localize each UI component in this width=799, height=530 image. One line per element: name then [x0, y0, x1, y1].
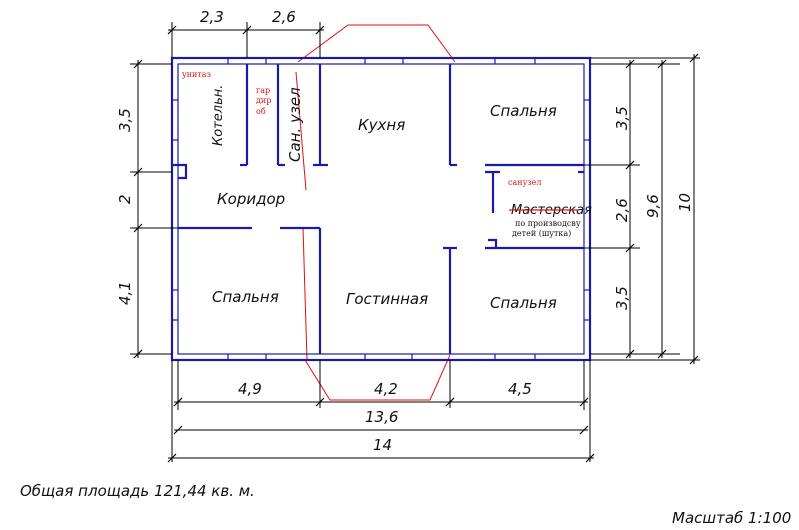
dim-bot-2: 4,2 — [374, 380, 398, 398]
dim-right-mid: 9,6 — [644, 194, 662, 218]
dim-right-2: 2,6 — [613, 198, 631, 222]
room-koridor: Коридор — [217, 190, 285, 208]
note-dir: дир — [256, 96, 271, 105]
note-ob: об — [256, 107, 266, 116]
dim-right-1: 3,5 — [613, 106, 631, 130]
dim-right-3: 3,5 — [613, 286, 631, 310]
note-joke-line2: детей (шутка) — [512, 229, 571, 238]
dim-left-2: 2 — [116, 194, 134, 204]
total-area: Общая площадь 121,44 кв. м. — [20, 482, 255, 500]
dimension-lines — [130, 22, 700, 463]
room-sanuzel-top: Сан. узел — [286, 87, 304, 162]
walls — [170, 56, 592, 362]
dim-left-1: 3,5 — [116, 108, 134, 132]
notes: унитаз гар дир об санузел по производсву… — [182, 70, 581, 238]
room-spalnya-bottom-right: Спальня — [490, 294, 557, 312]
note-sanuzel: санузел — [508, 178, 541, 187]
dim-bot-1: 4,9 — [238, 380, 262, 398]
dim-bot-mid: 13,6 — [365, 408, 398, 426]
dimension-labels: 2,3 2,6 3,5 2 4,1 3,5 2,6 3,5 9,6 10 4,9… — [116, 8, 694, 454]
red-overlay — [295, 24, 456, 401]
room-spalnya-top-right: Спальня — [490, 102, 557, 120]
room-gostinnaya: Гостинная — [346, 290, 428, 308]
dim-right-total: 10 — [676, 193, 694, 212]
room-kuhnya: Кухня — [358, 116, 405, 134]
note-joke-line1: по производсву — [515, 219, 581, 228]
note-unitaz: унитаз — [182, 70, 211, 79]
note-gar: гар — [256, 86, 270, 95]
scale-label: Масштаб 1:100 — [672, 509, 791, 527]
room-kotelnaya: Котельн. — [211, 85, 226, 146]
room-labels: Котельн. Сан. узел Кухня Спальня Коридор… — [211, 85, 592, 312]
room-spalnya-bottom-left: Спальня — [212, 288, 279, 306]
dim-left-3: 4,1 — [116, 281, 134, 305]
dim-bot-3: 4,5 — [508, 380, 532, 398]
dim-top-2: 2,6 — [272, 8, 296, 26]
dim-bot-total: 14 — [373, 436, 392, 454]
dim-top-1: 2,3 — [200, 8, 224, 26]
